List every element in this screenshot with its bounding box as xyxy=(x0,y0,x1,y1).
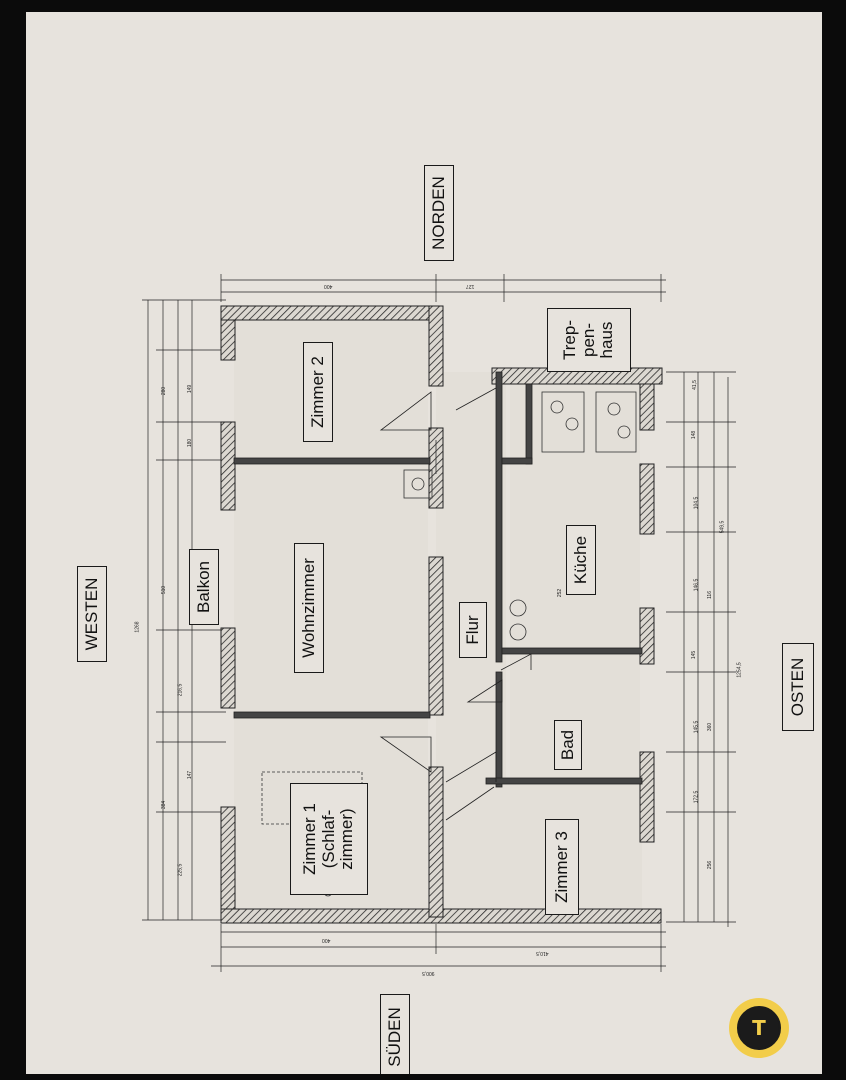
dim-west-2: 510 xyxy=(161,585,168,595)
dim-inner-a: 252 xyxy=(557,588,564,598)
room-label-zimmer3: Zimmer 3 xyxy=(545,819,579,915)
text-scanner-app-icon[interactable]: T xyxy=(729,998,789,1058)
compass-east: OSTEN xyxy=(782,643,814,731)
dim-east-4: 145 xyxy=(691,650,698,660)
room-label-balkon: Balkon xyxy=(189,549,219,625)
paper-sheet: NORDEN WESTEN OSTEN SÜDEN Zimmer 2 Balko… xyxy=(26,12,822,1074)
dim-south-a: 400 xyxy=(322,937,331,943)
dim-east-8: 41,5 xyxy=(691,380,698,390)
dim-east-10: 360 xyxy=(707,722,714,732)
dim-west-8: 147 xyxy=(187,770,194,780)
dim-east-6: 172,5 xyxy=(693,790,700,804)
dim-west-5: 149 xyxy=(187,384,194,394)
room-label-zimmer1: Zimmer 1 (Schlaf- zimmer) xyxy=(290,783,368,895)
east-dimension-lines xyxy=(666,371,736,927)
dim-east-2: 104,5 xyxy=(693,496,700,510)
room-label-zimmer2: Zimmer 2 xyxy=(303,342,333,442)
floor-plan xyxy=(142,274,736,972)
dim-west-1: 280 xyxy=(161,386,168,396)
dim-north-b: 127 xyxy=(466,283,475,289)
room-label-wohnzimmer: Wohnzimmer xyxy=(294,543,324,673)
dim-east-3: 146,5 xyxy=(693,578,700,592)
north-south-dimension-lines xyxy=(211,274,666,972)
room-label-flur: Flur xyxy=(459,602,487,658)
dim-west-6: 180 xyxy=(187,438,194,448)
dim-north-a: 400 xyxy=(324,283,333,289)
dim-east-1: 148 xyxy=(691,430,698,440)
compass-south: SÜDEN xyxy=(380,994,410,1074)
dim-east-9: 549,5 xyxy=(719,520,726,534)
compass-north: NORDEN xyxy=(424,165,454,261)
dim-overall-east: 1254,5 xyxy=(736,662,743,678)
dim-west-7: 216,5 xyxy=(177,683,184,697)
room-label-bad: Bad xyxy=(554,720,582,770)
interior-walls xyxy=(233,371,643,788)
dim-east-7: 256 xyxy=(707,860,714,870)
scanner-t-icon: T xyxy=(737,1006,781,1050)
dim-south-b: 410,5 xyxy=(536,950,549,956)
door-swings xyxy=(379,387,532,821)
dim-overall-west: 1268 xyxy=(134,621,141,633)
dim-overall-south: 900,5 xyxy=(422,970,435,976)
dim-west-3: 384 xyxy=(161,800,168,810)
dim-east-5: 145,5 xyxy=(693,720,700,734)
west-dimension-lines xyxy=(142,299,226,921)
compass-west: WESTEN xyxy=(77,566,107,662)
dim-inner-b: 116 xyxy=(706,591,713,599)
room-label-treppenhaus: Trep- pen- haus xyxy=(547,308,631,372)
room-label-kueche: Küche xyxy=(566,525,596,595)
dim-west-4: 225,5 xyxy=(177,863,184,877)
